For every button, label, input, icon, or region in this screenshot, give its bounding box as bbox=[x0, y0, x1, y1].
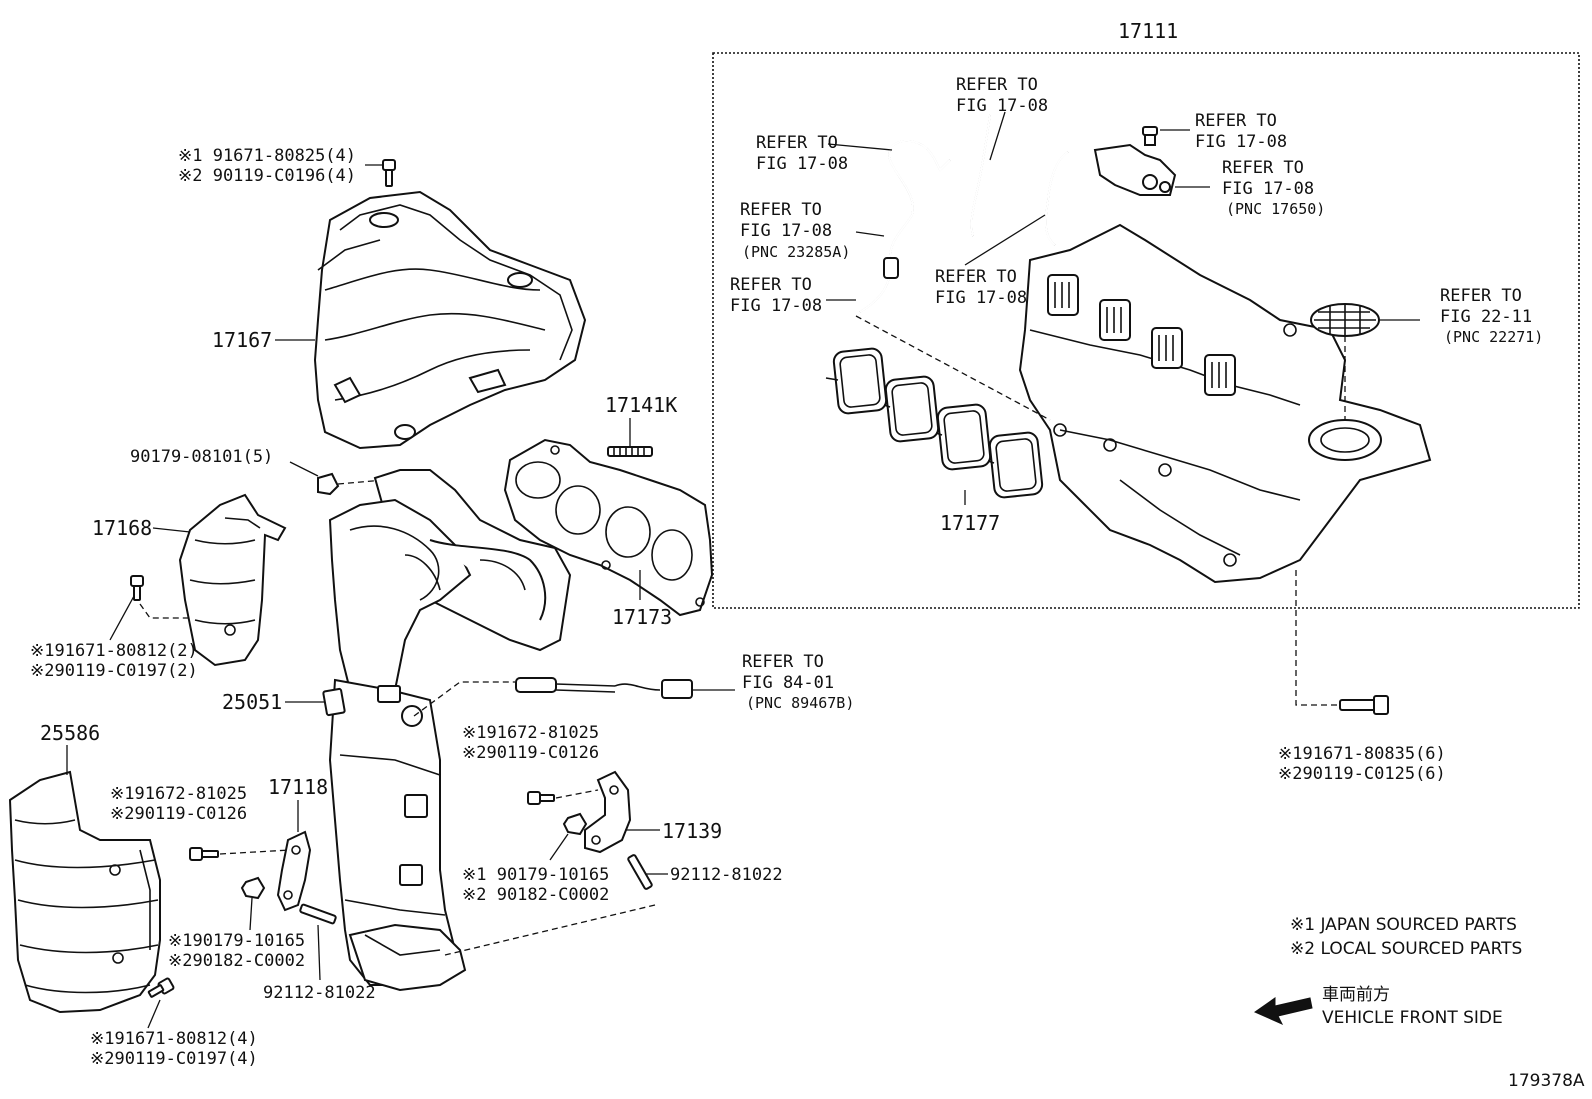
fastener-stay-nut-2[interactable]: ※290182-C0002 bbox=[168, 951, 305, 971]
label-92112-left[interactable]: 92112-81022 bbox=[263, 983, 376, 1003]
svg-text:FIG 17-08: FIG 17-08 bbox=[756, 154, 848, 174]
label-17177[interactable]: 17177 bbox=[940, 511, 1000, 535]
svg-text:REFER TO: REFER TO bbox=[730, 275, 812, 295]
svg-text:(PNC 89467B): (PNC 89467B) bbox=[746, 694, 854, 712]
refer-label-8[interactable]: REFER TO FIG 22-11 (PNC 22271) bbox=[1440, 286, 1543, 346]
refer-label-3[interactable]: REFER TO FIG 17-08 (PNC 23285A) bbox=[740, 200, 850, 261]
insulator-bolt-top[interactable] bbox=[382, 159, 396, 187]
fastener-sensor-1[interactable]: ※191672-81025 bbox=[462, 723, 599, 743]
fastener-top-2[interactable]: ※2 90119-C0196(4) bbox=[178, 166, 356, 186]
heat-insulator-17168[interactable] bbox=[178, 493, 287, 667]
fastener-manifold-2[interactable]: ※290119-C0125(6) bbox=[1278, 764, 1446, 784]
fastener-manifold-1[interactable]: ※191671-80835(6) bbox=[1278, 744, 1446, 764]
label-92112-right[interactable]: 92112-81022 bbox=[670, 865, 783, 885]
label-25586[interactable]: 25586 bbox=[40, 721, 100, 745]
manifold-nut[interactable] bbox=[317, 472, 340, 496]
shield-bolt[interactable] bbox=[130, 575, 144, 601]
svg-text:FIG 17-08: FIG 17-08 bbox=[740, 221, 832, 241]
throttle-gasket-mesh[interactable] bbox=[1310, 303, 1380, 337]
stud-left[interactable] bbox=[299, 903, 337, 925]
fastener-stay-2[interactable]: ※290119-C0126 bbox=[110, 804, 247, 824]
fastener-sensor-2[interactable]: ※290119-C0126 bbox=[462, 743, 599, 763]
label-17168[interactable]: 17168 bbox=[92, 516, 152, 540]
figure-id: 179378A bbox=[1508, 1071, 1585, 1091]
refer-label-9[interactable]: REFER TO FIG 84-01 (PNC 89467B) bbox=[742, 652, 854, 712]
vsv-bracket[interactable] bbox=[1093, 126, 1177, 196]
heat-insulator-25586[interactable] bbox=[8, 770, 161, 1014]
fastener-shield-1[interactable]: ※191671-80812(2) bbox=[30, 641, 198, 661]
svg-text:REFER TO: REFER TO bbox=[756, 133, 838, 153]
svg-text:REFER TO: REFER TO bbox=[956, 75, 1038, 95]
label-25051[interactable]: 25051 bbox=[222, 690, 282, 714]
vehicle-front-arrow-icon bbox=[1253, 997, 1313, 1026]
fastener-stay-1[interactable]: ※191672-81025 bbox=[110, 784, 247, 804]
fastener-shield-2[interactable]: ※290119-C0197(2) bbox=[30, 661, 198, 681]
lower-insulator-bolt[interactable] bbox=[147, 977, 175, 998]
svg-text:REFER TO: REFER TO bbox=[1195, 111, 1277, 131]
svg-text:FIG 22-11: FIG 22-11 bbox=[1440, 307, 1532, 327]
svg-text:FIG 84-01: FIG 84-01 bbox=[742, 673, 834, 693]
oxygen-sensor[interactable] bbox=[515, 677, 693, 699]
intake-gaskets[interactable] bbox=[825, 347, 1044, 499]
label-17167[interactable]: 17167 bbox=[212, 328, 272, 352]
refer-label-1[interactable]: REFER TO FIG 17-08 bbox=[756, 133, 848, 174]
fastener-bracket-nut-1[interactable]: ※1 90179-10165 bbox=[462, 865, 609, 885]
fastener-top-1[interactable]: ※1 91671-80825(4) bbox=[178, 146, 356, 166]
svg-text:FIG 17-08: FIG 17-08 bbox=[1195, 132, 1287, 152]
label-17118[interactable]: 17118 bbox=[268, 775, 328, 799]
intake-group-box bbox=[712, 52, 1580, 609]
fastener-stay-nut-1[interactable]: ※190179-10165 bbox=[168, 931, 305, 951]
svg-text:REFER TO: REFER TO bbox=[740, 200, 822, 220]
refer-label-6[interactable]: REFER TO FIG 17-08 bbox=[1195, 111, 1287, 152]
manifold-bolt[interactable] bbox=[1339, 695, 1389, 715]
svg-text:FIG 17-08: FIG 17-08 bbox=[956, 96, 1048, 116]
exhaust-gasket-17173[interactable] bbox=[503, 438, 714, 617]
label-90179-08101[interactable]: 90179-08101(5) bbox=[130, 447, 273, 467]
svg-text:FIG 17-08: FIG 17-08 bbox=[730, 296, 822, 316]
bracket-nut[interactable] bbox=[562, 812, 588, 836]
label-17173[interactable]: 17173 bbox=[612, 605, 672, 629]
svg-text:REFER TO: REFER TO bbox=[1440, 286, 1522, 306]
svg-text:REFER TO: REFER TO bbox=[935, 267, 1017, 287]
front-label-en: VEHICLE FRONT SIDE bbox=[1322, 1008, 1503, 1028]
note-japan: ※1 JAPAN SOURCED PARTS bbox=[1290, 915, 1517, 935]
stay-nut[interactable] bbox=[240, 876, 266, 900]
sensor-bracket-bolt[interactable] bbox=[527, 791, 555, 805]
svg-text:(PNC 23285A): (PNC 23285A) bbox=[742, 243, 850, 261]
bracket-17139[interactable] bbox=[584, 770, 632, 854]
stud-17141K[interactable] bbox=[607, 446, 653, 457]
note-local: ※2 LOCAL SOURCED PARTS bbox=[1290, 939, 1522, 959]
label-17111[interactable]: 17111 bbox=[1118, 19, 1178, 43]
refer-label-4[interactable]: REFER TO FIG 17-08 bbox=[730, 275, 822, 316]
exhaust-manifold-converter-25051[interactable] bbox=[322, 469, 572, 992]
refer-label-5[interactable]: REFER TO FIG 17-08 bbox=[935, 267, 1027, 308]
exhaust-heat-insulator-17167[interactable] bbox=[313, 190, 587, 450]
svg-text:REFER TO: REFER TO bbox=[742, 652, 824, 672]
fastener-lower-1[interactable]: ※191671-80812(4) bbox=[90, 1029, 258, 1049]
refer-label-2[interactable]: REFER TO FIG 17-08 bbox=[956, 75, 1048, 116]
label-17141K[interactable]: 17141K bbox=[605, 393, 677, 417]
vacuum-hoses[interactable] bbox=[859, 114, 1069, 313]
svg-text:(PNC 22271): (PNC 22271) bbox=[1444, 328, 1543, 346]
svg-text:FIG 17-08: FIG 17-08 bbox=[1222, 179, 1314, 199]
stay-bolt[interactable] bbox=[189, 847, 219, 861]
fastener-bracket-nut-2[interactable]: ※2 90182-C0002 bbox=[462, 885, 609, 905]
refer-label-7[interactable]: REFER TO FIG 17-08 (PNC 17650) bbox=[1222, 158, 1325, 218]
label-17139[interactable]: 17139 bbox=[662, 819, 722, 843]
manifold-stay-17118[interactable] bbox=[276, 830, 312, 912]
svg-text:(PNC 17650): (PNC 17650) bbox=[1226, 200, 1325, 218]
stud-right[interactable] bbox=[627, 854, 653, 890]
fastener-lower-2[interactable]: ※290119-C0197(4) bbox=[90, 1049, 258, 1069]
intake-manifold[interactable] bbox=[1018, 223, 1432, 584]
svg-text:FIG 17-08: FIG 17-08 bbox=[935, 288, 1027, 308]
front-label-jp: 車両前方 bbox=[1322, 985, 1390, 1005]
svg-text:REFER TO: REFER TO bbox=[1222, 158, 1304, 178]
